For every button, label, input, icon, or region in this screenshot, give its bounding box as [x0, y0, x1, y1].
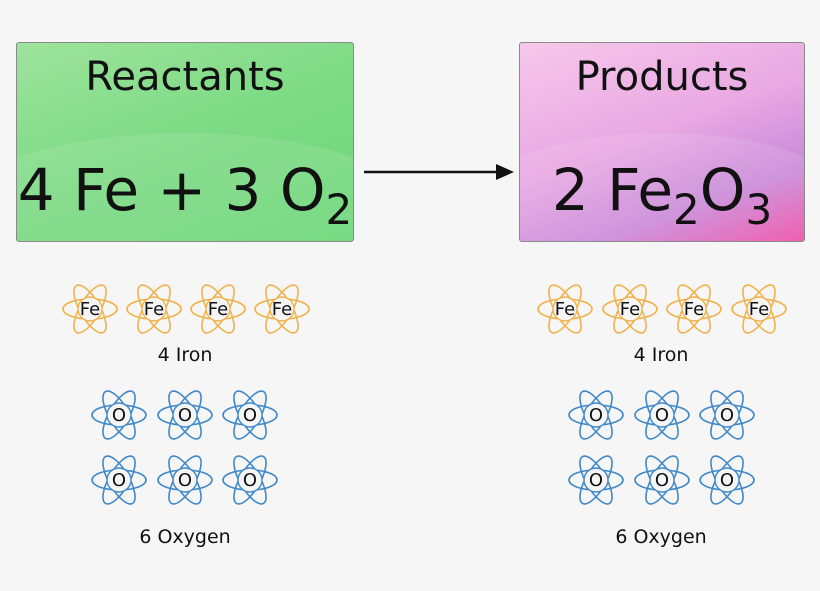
- oxygen-atom-icon: O: [632, 385, 692, 445]
- iron-atom-icon: Fe: [252, 279, 312, 339]
- nucleus: [552, 296, 578, 322]
- oxygen-atom-icon: O: [155, 385, 215, 445]
- nucleus: [77, 296, 103, 322]
- atom-orbits: [91, 455, 147, 505]
- nucleus: [172, 402, 198, 428]
- iron-atom-icon: Fe: [600, 279, 660, 339]
- nucleus: [617, 296, 643, 322]
- oxygen-atom-icon: O: [697, 450, 757, 510]
- oxygen-atom-icon: O: [566, 450, 626, 510]
- atom-orbits: [731, 284, 787, 334]
- atom-orbits: [568, 390, 624, 440]
- nucleus: [681, 296, 707, 322]
- atom-orbits: [254, 284, 310, 334]
- iron-atom-icon: Fe: [664, 279, 724, 339]
- oxygen-atom-icon: O: [697, 385, 757, 445]
- nucleus: [106, 402, 132, 428]
- atom-symbol: Fe: [683, 298, 705, 320]
- reactants-title: Reactants: [85, 54, 285, 100]
- atom-symbol: Fe: [143, 298, 165, 320]
- products-eq-sub-fe: 2: [673, 185, 700, 234]
- nucleus: [746, 296, 772, 322]
- nucleus: [269, 296, 295, 322]
- nucleus: [583, 467, 609, 493]
- atom-orbits: [634, 390, 690, 440]
- atom-symbol: O: [588, 469, 604, 491]
- atom-symbol: O: [111, 469, 127, 491]
- nucleus: [583, 402, 609, 428]
- products-oxygen-caption: 6 Oxygen: [615, 526, 707, 548]
- atom-symbol: O: [654, 469, 670, 491]
- nucleus: [205, 296, 231, 322]
- iron-atom-icon: Fe: [729, 279, 789, 339]
- iron-atom-icon: Fe: [188, 279, 248, 339]
- oxygen-atom-icon: O: [220, 450, 280, 510]
- atom-orbits: [568, 455, 624, 505]
- nucleus: [714, 467, 740, 493]
- products-box: Products 2 Fe2O3: [519, 42, 805, 242]
- atom-orbits: [126, 284, 182, 334]
- nucleus: [649, 467, 675, 493]
- products-eq-o: O: [699, 156, 746, 224]
- atom-orbits: [634, 455, 690, 505]
- atom-symbol: Fe: [619, 298, 641, 320]
- nucleus: [106, 467, 132, 493]
- nucleus: [141, 296, 167, 322]
- atom-orbits: [190, 284, 246, 334]
- atom-symbol: Fe: [79, 298, 101, 320]
- atom-symbol: O: [719, 469, 735, 491]
- oxygen-atom-icon: O: [89, 385, 149, 445]
- atom-symbol: Fe: [271, 298, 293, 320]
- oxygen-atom-icon: O: [89, 450, 149, 510]
- iron-atom-icon: Fe: [535, 279, 595, 339]
- reactants-eq-subscript: 2: [325, 185, 353, 234]
- atom-orbits: [666, 284, 722, 334]
- products-title: Products: [575, 54, 749, 100]
- oxygen-atom-icon: O: [632, 450, 692, 510]
- box-gloss: [17, 133, 353, 241]
- nucleus: [714, 402, 740, 428]
- atom-symbol: Fe: [207, 298, 229, 320]
- reactants-box: Reactants 4 Fe + 3 O2: [16, 42, 354, 242]
- atom-symbol: O: [242, 404, 258, 426]
- reactants-equation: 4 Fe + 3 O2: [17, 155, 353, 231]
- nucleus: [237, 467, 263, 493]
- products-eq-sub-o: 3: [745, 185, 773, 234]
- atom-symbol: Fe: [554, 298, 576, 320]
- atom-orbits: [222, 390, 278, 440]
- atom-symbol: O: [242, 469, 258, 491]
- products-equation: 2 Fe2O3: [520, 155, 804, 231]
- oxygen-atom-icon: O: [566, 385, 626, 445]
- reactants-eq-text: 4 Fe + 3 O: [17, 156, 326, 224]
- atom-orbits: [699, 455, 755, 505]
- atom-orbits: [222, 455, 278, 505]
- nucleus: [649, 402, 675, 428]
- products-iron-caption: 4 Iron: [633, 344, 689, 366]
- atom-symbol: O: [654, 404, 670, 426]
- atom-orbits: [537, 284, 593, 334]
- reactants-iron-caption: 4 Iron: [157, 344, 213, 366]
- atom-orbits: [699, 390, 755, 440]
- nucleus: [172, 467, 198, 493]
- atom-orbits: [62, 284, 118, 334]
- atom-orbits: [91, 390, 147, 440]
- atom-orbits: [157, 390, 213, 440]
- nucleus: [237, 402, 263, 428]
- box-gloss: [520, 133, 804, 241]
- atom-symbol: Fe: [748, 298, 770, 320]
- products-eq-fe: 2 Fe: [551, 156, 674, 224]
- atom-symbol: O: [177, 404, 193, 426]
- atom-symbol: O: [111, 404, 127, 426]
- oxygen-atom-icon: O: [155, 450, 215, 510]
- iron-atom-icon: Fe: [60, 279, 120, 339]
- atom-symbol: O: [719, 404, 735, 426]
- atom-orbits: [157, 455, 213, 505]
- iron-atom-icon: Fe: [124, 279, 184, 339]
- atom-symbol: O: [177, 469, 193, 491]
- oxygen-atom-icon: O: [220, 385, 280, 445]
- atom-symbol: O: [588, 404, 604, 426]
- atom-orbits: [602, 284, 658, 334]
- reaction-arrow: [364, 164, 514, 180]
- reactants-oxygen-caption: 6 Oxygen: [139, 526, 231, 548]
